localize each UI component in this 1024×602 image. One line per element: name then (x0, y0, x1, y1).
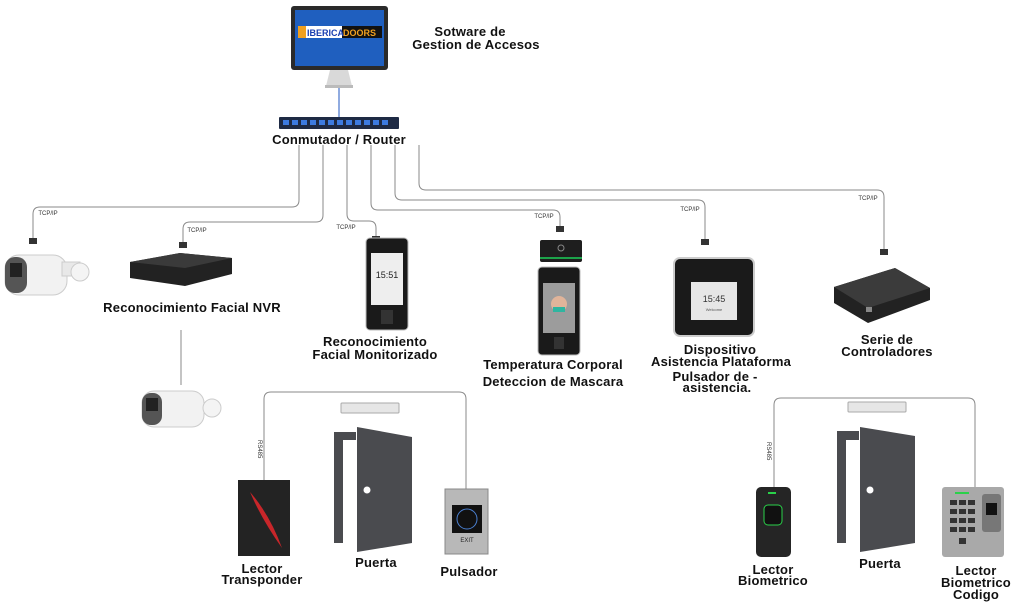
rs485-label: RS485 (765, 442, 771, 461)
bullet-camera-icon (141, 390, 222, 428)
door-icon (334, 427, 412, 552)
magnetic-lock-icon (340, 402, 400, 414)
attendance-label-line3: Pulsador de - (672, 369, 758, 384)
temperature-label-line1: Temperatura Corporal (483, 357, 623, 372)
nvr-label: Reconocimiento Facial NVR (103, 300, 281, 315)
tcp-label: TCP/IP (38, 211, 58, 217)
transponder-label-line1: Lector (241, 561, 283, 576)
door-right-label: Puerta (859, 556, 901, 571)
keypad-fingerprint-reader-icon (942, 487, 1004, 557)
router-label: Conmutador / Router (272, 132, 406, 147)
cable-facial (346, 145, 377, 238)
software-label-line1: Sotware de (434, 24, 506, 39)
rj45-icon (556, 226, 564, 232)
monitor-icon: IBERICA DOORS (291, 6, 388, 88)
exit-button-icon: EXIT (444, 488, 489, 555)
door-icon (837, 427, 915, 552)
tcp-label: TCP/IP (534, 214, 554, 220)
clock-display: 15:51 (376, 270, 399, 280)
cable-camera (32, 145, 300, 240)
controller-box-icon (834, 268, 930, 323)
door-left-label: Puerta (355, 555, 397, 570)
exit-button-label: Pulsador (440, 564, 498, 579)
rj45-icon (179, 242, 187, 248)
attendance-label-line2: Asistencia Plataforma (650, 354, 792, 369)
keypad-label-line3: Codigo (953, 587, 999, 602)
cable-temperature (370, 145, 561, 228)
cable-controllers (418, 145, 885, 250)
transponder-label-line2: Transponder (221, 572, 303, 587)
svg-text:IBERICA: IBERICA (307, 28, 345, 38)
magnetic-lock-icon (847, 401, 907, 413)
rj45-connectors (29, 226, 888, 255)
exit-text: EXIT (460, 538, 474, 544)
attendance-label-line1: Dispositivo (683, 342, 757, 357)
cables (32, 70, 976, 490)
cable-right-door (773, 397, 976, 488)
cable-left-door (263, 391, 467, 490)
cable-nvr (182, 145, 324, 246)
software-label-line2: Gestion de Accesos (412, 37, 540, 52)
keypad-label-line1: Lector (955, 563, 997, 578)
rj45-icon (29, 238, 37, 244)
switch-icon (279, 117, 399, 129)
tcp-label: TCP/IP (680, 207, 700, 213)
tcp-label: TCP/IP (336, 225, 356, 231)
rj45-icon (880, 249, 888, 255)
rj45-icon (701, 239, 709, 245)
tcp-label: TCP/IP (858, 196, 878, 202)
rfid-reader-icon (238, 480, 290, 556)
rs485-label: RS485 (256, 440, 262, 459)
temperature-label-line2: Deteccion de Mascara (482, 374, 624, 389)
facial-terminal-icon: 15:51 (365, 237, 409, 331)
controllers-label-line2: Controladores (841, 344, 933, 359)
facial-monitor-label-line2: Facial Monitorizado (312, 347, 438, 362)
biometric-label-line1: Lector (752, 562, 794, 577)
clock-display: 15:45 (703, 294, 726, 304)
temperature-terminal-icon (537, 240, 582, 356)
keypad-label-line2: Biometrico (941, 575, 1011, 590)
controllers-label-line1: Serie de (860, 332, 914, 347)
facial-monitor-label-line1: Reconocimiento (323, 334, 427, 349)
attendance-label-line4: asistencia. (682, 380, 752, 395)
tcp-label: TCP/IP (187, 228, 207, 234)
attendance-terminal-icon: 15:45 Welcome (673, 257, 755, 337)
fingerprint-reader-icon (756, 487, 791, 557)
biometric-label-line2: Biometrico (738, 573, 808, 588)
cable-attendance (394, 145, 706, 240)
nvr-icon (130, 253, 232, 286)
svg-text:DOORS: DOORS (343, 28, 376, 38)
welcome-text: Welcome (706, 307, 723, 312)
bullet-camera-icon (4, 254, 90, 296)
